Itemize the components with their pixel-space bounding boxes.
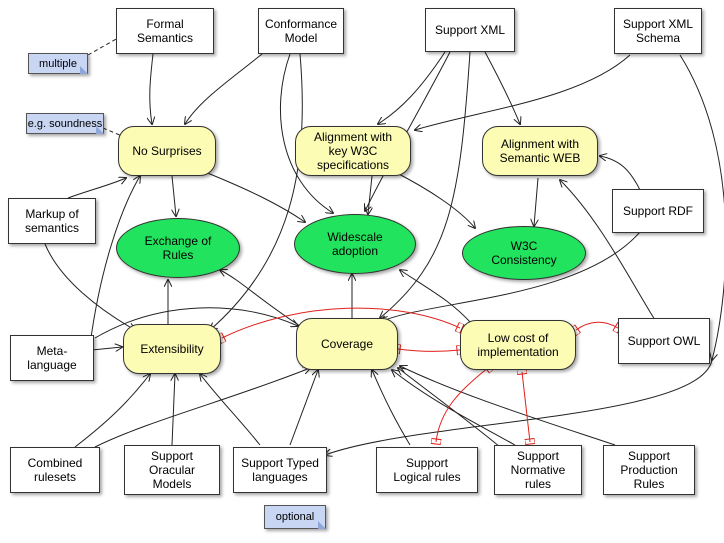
node-alignment-w3c-label: Alignment with key W3C specifications — [313, 130, 393, 172]
node-extensibility-label: Extensibility — [140, 342, 204, 356]
node-extensibility[interactable]: Extensibility — [123, 324, 221, 374]
edge-lowcost-widescale — [400, 270, 473, 325]
edge-typed-coverage — [289, 370, 318, 446]
node-markup-of-semantics[interactable]: Markup of semantics — [8, 198, 96, 244]
edge-xmlschema-right — [679, 54, 724, 360]
node-support-xml[interactable]: Support XML — [425, 8, 515, 52]
edge-xml-coverage — [380, 51, 471, 318]
edge-note-multiple — [87, 37, 119, 56]
node-meta-language[interactable]: Meta- language — [10, 335, 94, 381]
note-multiple-label: multiple — [39, 57, 77, 70]
edge-conformance-extensibility — [210, 53, 303, 330]
note-soundness: e.g. soundness — [26, 113, 104, 134]
node-support-xml-label: Support XML — [434, 23, 506, 37]
node-support-oracular-models-label: Support Oracular Models — [148, 449, 195, 491]
node-widescale-adoption[interactable]: Widescale adoption — [294, 214, 416, 274]
note-soundness-label: e.g. soundness — [27, 117, 103, 130]
node-exchange-of-rules[interactable]: Exchange of Rules — [116, 218, 240, 278]
edge-nosurprises-widescale — [199, 169, 305, 222]
node-alignment-semantic-web-label: Alignment with Semantic WEB — [499, 137, 581, 165]
node-support-production-rules-label: Support Production Rules — [620, 449, 678, 491]
node-low-cost-implementation-label: Low cost of implementation — [477, 331, 559, 359]
edge-markup-extensibility — [44, 243, 135, 330]
node-markup-of-semantics-label: Markup of semantics — [24, 207, 80, 235]
node-conformance-model-label: Conformance Model — [264, 17, 338, 45]
edge-xml-alignsemweb — [484, 51, 520, 124]
edge-combined-extensibility — [74, 374, 150, 448]
note-optional: optional — [264, 505, 326, 529]
node-low-cost-implementation[interactable]: Low cost of implementation — [460, 320, 576, 370]
edge-rdf-coverage — [380, 231, 641, 322]
node-formal-semantics-label: Formal Semantics — [136, 17, 194, 45]
node-formal-semantics[interactable]: Formal Semantics — [116, 8, 214, 54]
edge-alignsemweb-w3cconsistency — [534, 177, 538, 226]
conflict-extensibility-lowcost — [222, 307, 460, 338]
edge-metalang-extensibility — [91, 347, 122, 350]
node-conformance-model[interactable]: Conformance Model — [258, 8, 344, 54]
node-alignment-w3c[interactable]: Alignment with key W3C specifications — [295, 126, 411, 176]
node-support-normative-rules[interactable]: Support Normative rules — [494, 445, 582, 495]
edge-rdf-alignsemweb — [600, 156, 641, 191]
node-alignment-semantic-web[interactable]: Alignment with Semantic WEB — [482, 126, 598, 176]
edge-conformance-nosurprises — [185, 53, 263, 124]
node-combined-rulesets[interactable]: Combined rulesets — [10, 447, 100, 493]
conflict-lowcost-logical — [436, 368, 488, 442]
edge-alignw3c-widescale — [368, 175, 372, 214]
node-widescale-adoption-label: Widescale adoption — [327, 230, 383, 258]
edge-xmlschema-alignw3c — [415, 54, 631, 130]
node-support-logical-rules[interactable]: Support Logical rules — [376, 447, 478, 493]
edge-production-coverage — [400, 366, 616, 446]
conflict-lowcost-normative — [522, 372, 530, 442]
edge-formal-nosurprises — [150, 53, 153, 124]
edge-typed-extensibility — [200, 374, 261, 446]
edge-logical-coverage — [372, 370, 411, 446]
node-support-typed-languages-label: Support Typed languages — [241, 456, 319, 484]
edge-markup-nosurprises — [67, 178, 126, 199]
node-support-oracular-models[interactable]: Support Oracular Models — [124, 445, 220, 495]
node-support-xml-schema[interactable]: Support XML Schema — [614, 8, 702, 54]
edge-metalang-nosurprises — [89, 176, 140, 346]
node-support-owl-label: Support OWL — [627, 334, 701, 348]
node-w3c-consistency-label: W3C Consistency — [491, 239, 557, 267]
node-coverage[interactable]: Coverage — [296, 318, 398, 370]
edge-owl-alignsemweb — [560, 180, 656, 321]
edge-normative-coverage — [392, 370, 516, 446]
node-support-typed-languages[interactable]: Support Typed languages — [233, 447, 327, 493]
node-meta-language-label: Meta- language — [27, 344, 77, 372]
node-combined-rulesets-label: Combined rulesets — [27, 456, 83, 484]
node-exchange-of-rules-label: Exchange of Rules — [144, 234, 212, 262]
conflict-lowcost-owl — [576, 322, 618, 330]
node-support-production-rules[interactable]: Support Production Rules — [603, 445, 695, 495]
edge-oracular-extensibility — [172, 374, 175, 446]
node-support-normative-rules-label: Support Normative rules — [510, 449, 566, 491]
node-support-owl[interactable]: Support OWL — [618, 318, 710, 364]
conflict-coverage-lowcost — [398, 349, 460, 351]
edge-combined-coverage — [94, 368, 310, 448]
node-no-surprises[interactable]: No Surprises — [118, 126, 216, 176]
node-no-surprises-label: No Surprises — [132, 144, 202, 158]
node-support-rdf-label: Support RDF — [622, 204, 694, 218]
edge-conformance-widescale — [280, 53, 333, 213]
edge-xmlschema-supporttyped — [325, 359, 713, 455]
node-coverage-label: Coverage — [320, 337, 374, 351]
edge-xml-alignw3c — [378, 51, 446, 124]
node-support-xml-schema-label: Support XML Schema — [622, 17, 694, 45]
edge-coverage-exchange — [220, 270, 301, 327]
node-w3c-consistency[interactable]: W3C Consistency — [462, 226, 586, 280]
node-support-rdf[interactable]: Support RDF — [612, 189, 704, 233]
note-optional-label: optional — [275, 511, 315, 523]
edge-alignw3c-w3cconsistency — [394, 171, 475, 228]
edge-nosurprises-exchange — [172, 175, 176, 216]
note-multiple: multiple — [28, 53, 88, 74]
node-support-logical-rules-label: Support Logical rules — [393, 456, 461, 484]
